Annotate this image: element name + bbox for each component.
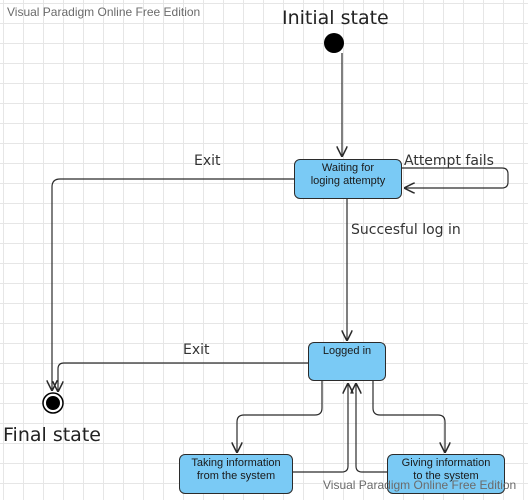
- state-logged-in[interactable]: Logged in: [308, 342, 386, 381]
- edge-from-taking: [293, 383, 348, 473]
- edge-attempt-fails: [402, 167, 509, 188]
- state-waiting[interactable]: Waiting for loging attempty: [294, 159, 402, 199]
- watermark-bottom: Visual Paradigm Online Free Edition: [323, 478, 517, 492]
- initial-state-label: Initial state: [282, 7, 389, 29]
- edge-exit-bottom: [58, 362, 309, 392]
- initial-node: [324, 33, 344, 53]
- final-state-label: Final state: [3, 424, 101, 446]
- final-node-inner: [46, 396, 60, 410]
- successful-login-label: Succesful log in: [351, 222, 461, 238]
- attempt-fails-label: Attempt fails: [404, 153, 494, 169]
- exit-bottom-label: Exit: [183, 342, 210, 358]
- exit-top-label: Exit: [194, 153, 221, 169]
- edge-to-taking: [237, 381, 323, 453]
- edge-from-giving: [356, 383, 387, 473]
- edge-exit-top: [52, 178, 294, 391]
- state-taking-information[interactable]: Taking information from the system: [179, 454, 293, 494]
- state-giving-information[interactable]: Giving information to the system: [387, 454, 505, 494]
- edge-to-giving: [372, 381, 445, 453]
- watermark-top: Visual Paradigm Online Free Edition: [7, 5, 201, 19]
